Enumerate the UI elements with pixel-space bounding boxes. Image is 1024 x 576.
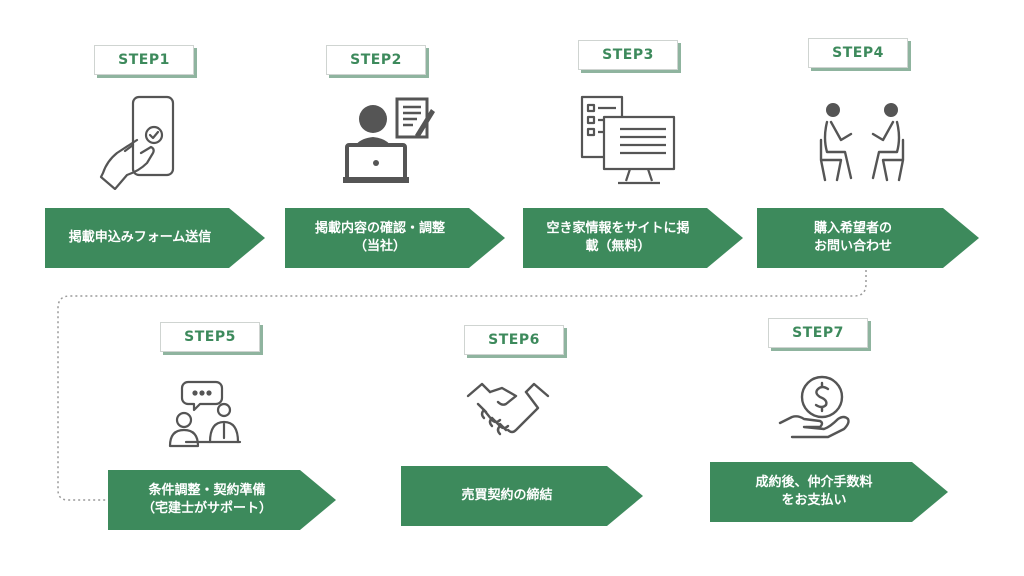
person-laptop-document-icon bbox=[343, 93, 435, 185]
step-2-arrow: 掲載内容の確認・調整 （当社） bbox=[285, 208, 505, 268]
step-7-tag: STEP7 bbox=[768, 318, 868, 348]
step-3-arrow: 空き家情報をサイトに掲 載（無料） bbox=[523, 208, 743, 268]
step-1-tag: STEP1 bbox=[94, 45, 194, 75]
step-6-tag: STEP6 bbox=[464, 325, 564, 355]
step-1-arrow: 掲載申込みフォーム送信 bbox=[45, 208, 265, 268]
computer-list-icon bbox=[580, 95, 676, 187]
step-3-tag: STEP3 bbox=[578, 40, 678, 70]
smartphone-touch-icon bbox=[97, 95, 179, 190]
step-5-arrow: 条件調整・契約準備 （宅建士がサポート） bbox=[108, 470, 336, 530]
step-5-tag: STEP5 bbox=[160, 322, 260, 352]
step-4-tag: STEP4 bbox=[808, 38, 908, 68]
coin-hand-icon bbox=[778, 373, 854, 441]
step-6-arrow: 売買契約の締結 bbox=[401, 466, 643, 526]
step-7-arrow: 成約後、仲介手数料 をお支払い bbox=[710, 462, 948, 522]
consultation-icon bbox=[166, 380, 242, 448]
step-2-tag: STEP2 bbox=[326, 45, 426, 75]
handshake-icon bbox=[466, 378, 550, 440]
step-4-arrow: 購入希望者の お問い合わせ bbox=[757, 208, 979, 268]
two-people-talking-icon bbox=[815, 100, 909, 182]
